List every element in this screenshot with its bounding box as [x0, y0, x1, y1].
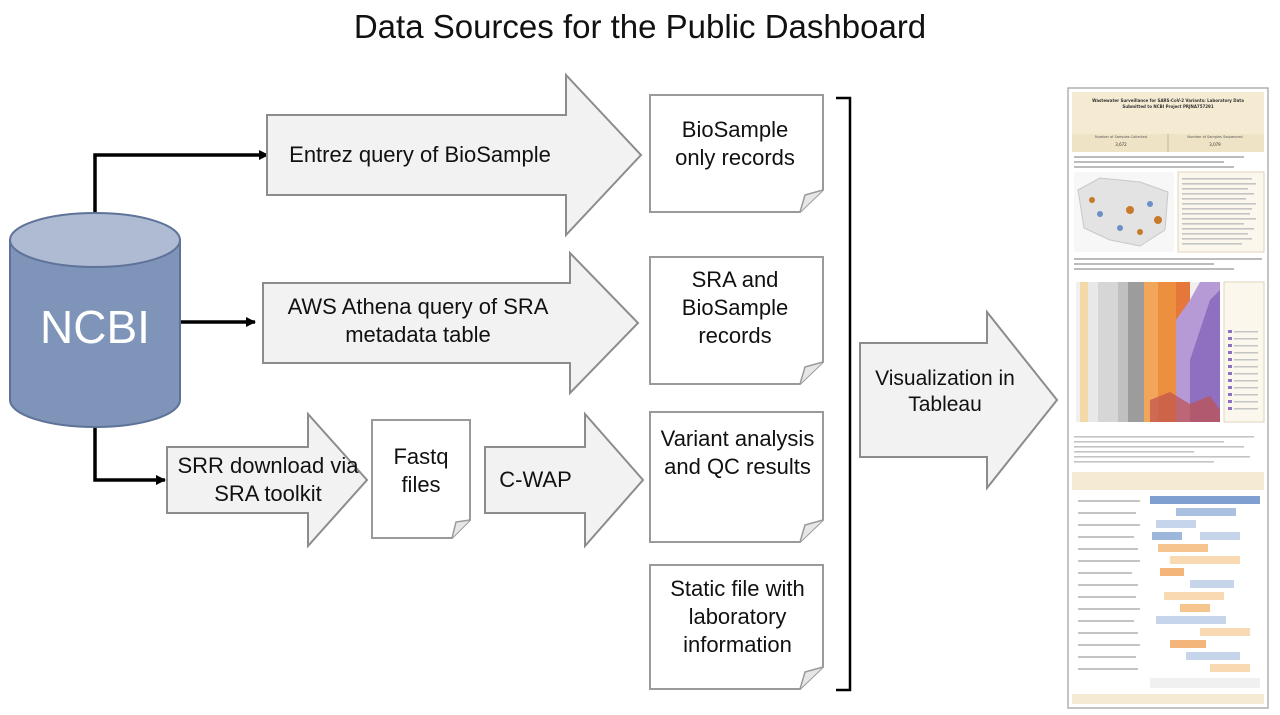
variant-qc-doc-shape — [649, 411, 824, 543]
visualization-arrow — [859, 309, 1059, 491]
static-lab-doc-shape — [649, 564, 824, 690]
entrez-arrow — [266, 72, 643, 238]
dashboard-stat-value-2: 3,079 — [1209, 142, 1221, 147]
cwap-label: C-WAP — [499, 467, 572, 492]
dashboard-thumbnail — [1067, 87, 1269, 709]
connector-to-entrez — [93, 150, 269, 222]
sra-biosample-label: SRA and BioSample records — [681, 267, 789, 348]
ncbi-label: NCBI — [40, 301, 150, 353]
entrez-label: Entrez query of BioSample — [289, 142, 551, 167]
variant-qc-label: Variant analysis and QC results — [660, 426, 815, 479]
biosample-only-label: BioSample only records — [675, 117, 795, 170]
dashboard-stat-label-2: Number of Samples Sequenced — [1187, 135, 1243, 139]
srr-label: SRR download via SRA toolkit — [177, 453, 359, 506]
lab-heatmap — [1078, 496, 1260, 688]
srr-arrow — [166, 411, 369, 549]
ncbi-database-icon — [9, 212, 181, 428]
dashboard-heading: Wastewater Surveillance for SARS-CoV-2 V… — [1092, 98, 1244, 109]
fastq-doc-shape — [371, 419, 471, 539]
athena-arrow — [262, 250, 640, 396]
fastq-label: Fastq files — [393, 444, 449, 497]
biosample-only-doc-shape — [649, 94, 824, 213]
dashboard-stat-label-1: Number of Samples Collected — [1094, 135, 1148, 139]
athena-label: AWS Athena query of SRA metadata table — [287, 294, 549, 347]
sra-biosample-doc-shape — [649, 256, 824, 385]
dashboard-stat-value-1: 3,672 — [1115, 142, 1127, 147]
variant-area-chart — [1076, 281, 1265, 423]
diagram-title: Data Sources for the Public Dashboard — [353, 8, 927, 45]
outputs-bracket — [836, 96, 852, 692]
cwap-arrow — [484, 411, 645, 549]
static-lab-label: Static file with laboratory information — [670, 576, 805, 657]
connector-to-srr — [93, 422, 166, 485]
visualization-label: Visualization in Tableau — [875, 367, 1015, 416]
